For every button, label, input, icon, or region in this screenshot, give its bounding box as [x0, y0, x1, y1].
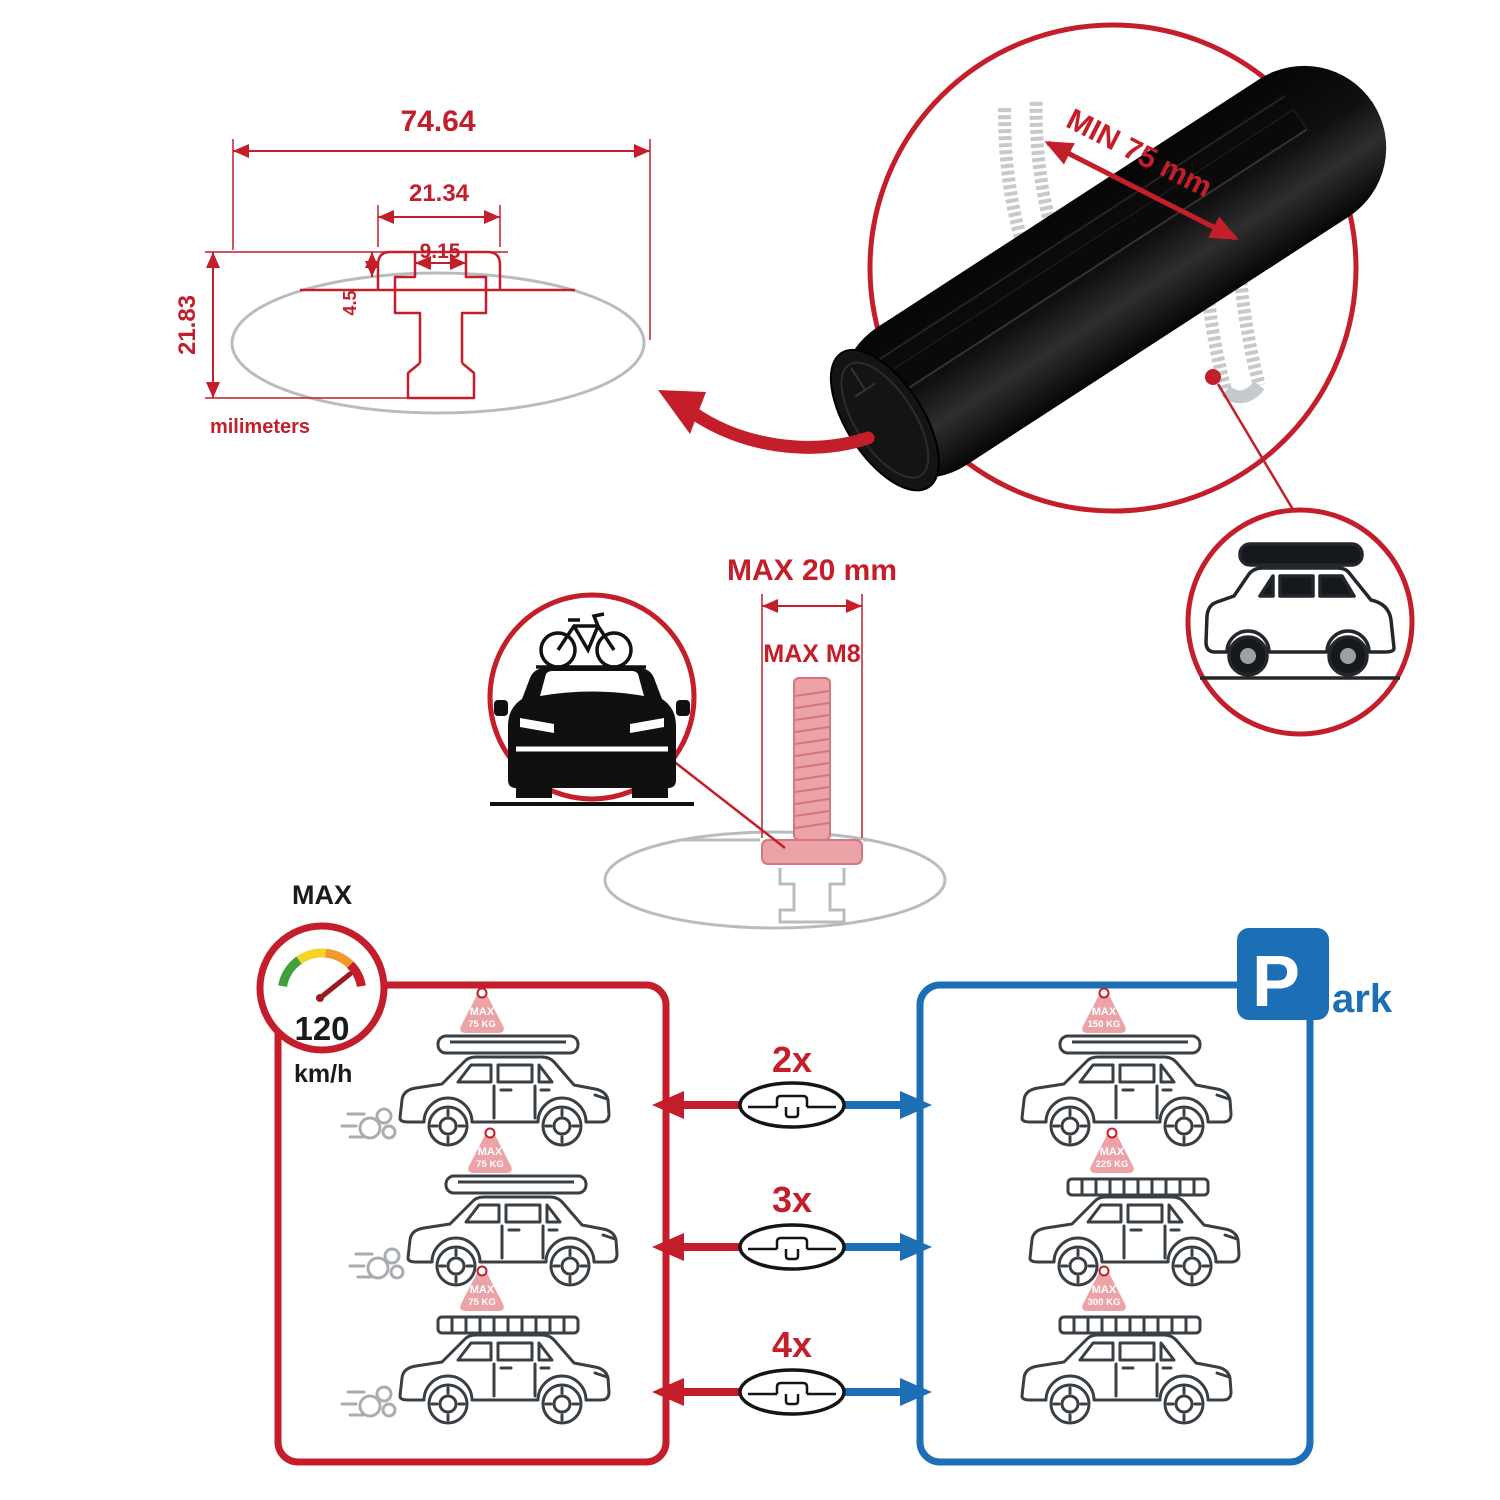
svg-text:MAX: MAX [1092, 1284, 1117, 1296]
park-sign-suffix: ark [1332, 977, 1393, 1021]
bar-count-arrows [652, 1370, 932, 1414]
bar-count-row-3: 4x [652, 1324, 932, 1414]
t-slot-profile [300, 250, 575, 400]
bike-icon [536, 612, 646, 669]
car-front-icon [490, 668, 694, 806]
roof-load-tag: MAX 75 KG [460, 1265, 504, 1311]
bolt-diagram: MAX 20 mm MAX M8 [487, 554, 947, 930]
speed-unit: km/h [294, 1060, 352, 1088]
roof-box-icon [436, 1034, 580, 1055]
t-bolt [761, 677, 863, 865]
svg-text:MAX: MAX [478, 1146, 503, 1158]
dim-slot-depth-label: 4.5 [340, 290, 360, 315]
parked-row-2: MAX 225 KG [1028, 1127, 1241, 1287]
svg-text:75 KG: 75 KG [468, 1297, 495, 1308]
svg-text:150 KG: 150 KG [1088, 1019, 1121, 1030]
parked-row-3: MAX 300 KG [1020, 1265, 1233, 1425]
units-label: milimeters [210, 416, 310, 438]
driving-row-3: MAX 75 KG [340, 1265, 611, 1425]
suv-with-roofbox-icon [1200, 542, 1400, 680]
cross-section-diagram: 74.64 21.34 9.15 4.5 21.83 milimeters [174, 105, 651, 438]
dim-total-width-label: 74.64 [400, 105, 475, 138]
svg-text:75 KG: 75 KG [476, 1159, 503, 1170]
bar-count-label: 2x [772, 1039, 812, 1080]
speed-value: 120 [294, 1010, 349, 1047]
dim-slot-width-label: 9.15 [420, 240, 461, 263]
badge-callout-line [671, 759, 786, 849]
svg-text:MAX: MAX [470, 1006, 495, 1018]
svg-text:MAX: MAX [470, 1284, 495, 1296]
dimension-lines [206, 144, 650, 398]
driving-row-2: MAX 75 KG [348, 1127, 619, 1287]
bar-ellipse-outline [230, 271, 646, 415]
min-spacing-arrow [1044, 140, 1239, 241]
park-sign-letter: P [1252, 942, 1300, 1022]
roof-load-tag: MAX 300 KG [1082, 1265, 1126, 1311]
profile-channel [682, 838, 870, 924]
bar-count-arrows [652, 1083, 932, 1127]
roof-box-icon [444, 1174, 588, 1195]
speedometer-icon [256, 922, 388, 1054]
callout-dot [1205, 369, 1221, 385]
bar-count-label: 3x [772, 1179, 812, 1220]
callout-line [1216, 383, 1297, 514]
dim-total-height-label: 21.83 [174, 295, 201, 355]
crossbar-detail: MIN 75 mm [658, 22, 1415, 737]
bar-count-row-2: 3x [652, 1179, 932, 1269]
roof-load-tag: MAX 75 KG [460, 987, 504, 1033]
dim-block-width-label: 21.34 [409, 180, 470, 207]
bolt-max-width-label: MAX 20 mm [727, 554, 897, 587]
roof-load-tag: MAX 75 KG [468, 1127, 512, 1173]
pointer-arrow [658, 390, 875, 454]
speed-limit-badge: MAX 120 km/h [256, 880, 388, 1088]
park-sign: P ark [1237, 928, 1393, 1022]
svg-text:75 KG: 75 KG [468, 1019, 495, 1030]
roofbox-car-badge [1185, 507, 1415, 737]
profile-ellipse [603, 830, 947, 930]
roof-basket-icon [436, 1315, 580, 1335]
parked-row-1: MAX 150 KG [1020, 987, 1233, 1147]
roof-load-tag: MAX 225 KG [1090, 1127, 1134, 1173]
roof-basket-icon [1058, 1315, 1202, 1335]
svg-text:MAX: MAX [1092, 1006, 1117, 1018]
bike-car-badge [487, 592, 786, 849]
bar-count-row-1: 2x [652, 1039, 932, 1127]
svg-text:300 KG: 300 KG [1088, 1297, 1121, 1308]
bar-count-arrows [652, 1225, 932, 1269]
bar-count-label: 4x [772, 1324, 812, 1365]
clamp-bolt-rear [1197, 218, 1266, 404]
reference-lines [205, 139, 651, 399]
svg-text:225 KG: 225 KG [1096, 1159, 1129, 1170]
bolt-dimension [761, 594, 863, 838]
bolt-thread-label: MAX M8 [763, 640, 860, 668]
roof-box-icon [1058, 1034, 1202, 1055]
roof-basket-icon [1066, 1177, 1210, 1197]
speed-max-label: MAX [292, 880, 352, 910]
driving-row-1: MAX 75 KG [340, 987, 611, 1147]
roof-load-tag: MAX 150 KG [1082, 987, 1126, 1033]
capacity-comparison: P ark MAX 120 km/h MAX 75 KG MAX [256, 880, 1393, 1466]
svg-text:MAX: MAX [1100, 1146, 1125, 1158]
